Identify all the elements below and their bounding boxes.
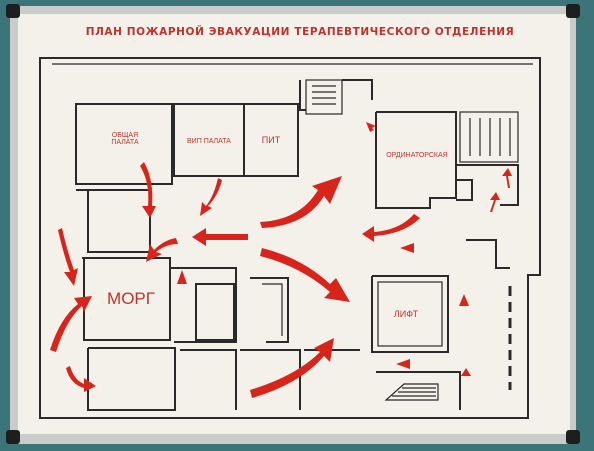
arrow-up-bottom-right xyxy=(461,368,471,388)
room-label-general-ward: ОБЩАЯ ПАЛАТА xyxy=(111,132,139,147)
arrow-ward-down xyxy=(140,162,156,218)
room-label-staff-room: ОРДИНАТОРСКАЯ xyxy=(386,152,448,159)
bottom-stairs xyxy=(384,383,439,401)
arrow-right-side-top xyxy=(502,168,512,188)
arrow-vip-down xyxy=(200,178,222,216)
frame-corner-bottom-right xyxy=(566,430,580,444)
room-label-pit: ПИТ xyxy=(261,135,281,145)
arrow-right-side-up xyxy=(490,192,500,212)
plan-title: ПЛАН ПОЖАРНОЙ ЭВАКУАЦИИ ТЕРАПЕВТИЧЕСКОГО… xyxy=(85,26,515,38)
frame-corner-bottom-left xyxy=(6,430,20,444)
arrow-morgue-sweep xyxy=(50,296,92,352)
arrow-sweep-bottom xyxy=(250,338,334,398)
room-label-vip-ward: ВИП ПАЛАТА xyxy=(187,138,231,145)
arrow-staff-top xyxy=(366,122,384,140)
room-label-morgue: МОРГ xyxy=(107,289,155,308)
left-rooms xyxy=(76,189,289,343)
staff-room-block xyxy=(375,111,519,209)
arrow-staff-down-left xyxy=(362,214,420,242)
bottom-rooms xyxy=(87,347,461,411)
arrow-sweep-top xyxy=(260,176,342,228)
room-label-elevator: ЛИФТ xyxy=(393,309,419,319)
arrow-left-3 xyxy=(396,359,448,369)
arrow-left-2 xyxy=(400,243,452,253)
frame-corner-top-right xyxy=(566,4,580,18)
elevator-block xyxy=(371,239,510,353)
arrow-sweep-right xyxy=(260,248,350,302)
frame-corner-top-left xyxy=(6,4,20,18)
arrow-morgue-up xyxy=(177,270,187,306)
arrow-bottom-left xyxy=(66,366,96,392)
top-rooms xyxy=(75,79,373,185)
outer-walls xyxy=(39,57,541,419)
evacuation-arrows xyxy=(50,122,512,398)
arrow-left-corridor-down xyxy=(58,228,78,286)
evacuation-plan-sheet xyxy=(18,14,570,434)
arrow-to-morgue xyxy=(146,238,178,262)
arrow-left-1 xyxy=(192,228,248,246)
arrow-up-right xyxy=(459,294,469,330)
